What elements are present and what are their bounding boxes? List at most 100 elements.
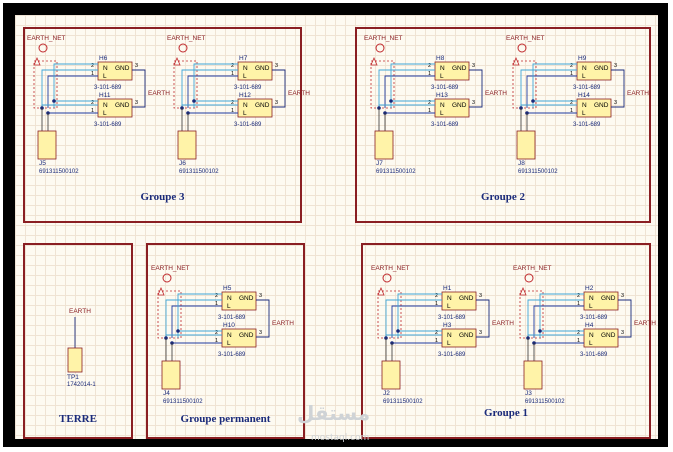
wire-earth bbox=[390, 63, 435, 108]
wire-earth bbox=[397, 293, 442, 338]
group-3-box: Groupe 3 bbox=[23, 27, 302, 223]
pin-n-label: N bbox=[243, 102, 248, 109]
circuit-h9: EARTH_NETH9H14NLGNDNLGND3-101-6893-101-6… bbox=[506, 35, 649, 175]
pin-number: 3 bbox=[614, 63, 617, 69]
terminal-block-bottom bbox=[583, 328, 619, 348]
connector-part: 691311500102 bbox=[383, 399, 423, 405]
wire-l bbox=[47, 75, 98, 108]
group-3-title: Groupe 3 bbox=[140, 191, 185, 203]
pin-n-label: N bbox=[227, 332, 232, 339]
terminal-block-bottom bbox=[441, 328, 477, 348]
earth-net-port-icon bbox=[517, 43, 527, 53]
pin-number: 1 bbox=[435, 338, 438, 344]
terminal-top-designator: H7 bbox=[239, 55, 248, 62]
pin-number: 1 bbox=[231, 108, 234, 114]
net-outline bbox=[370, 60, 395, 109]
connector-body bbox=[37, 130, 57, 160]
connector-body bbox=[381, 360, 401, 390]
connector-part: 691311500102 bbox=[376, 169, 416, 175]
wire-n bbox=[41, 69, 98, 108]
terminal-top-part: 3-101-689 bbox=[438, 315, 466, 321]
terminal-bottom-designator: H12 bbox=[239, 92, 251, 99]
earth-label: EARTH bbox=[288, 90, 310, 97]
terminal-top-part: 3-101-689 bbox=[94, 85, 122, 91]
pin-gnd-label: GND bbox=[452, 65, 467, 72]
net-outline bbox=[173, 60, 198, 109]
terminal-top-designator: H8 bbox=[436, 55, 445, 62]
terminal-bottom-part: 3-101-689 bbox=[218, 352, 246, 358]
wire-gnd bbox=[256, 299, 270, 338]
connector-part: 691311500102 bbox=[39, 169, 79, 175]
pin-l-label: L bbox=[227, 340, 231, 347]
wire-n bbox=[378, 69, 435, 108]
pin-number: 2 bbox=[91, 100, 94, 106]
earth-net-flag-icon bbox=[157, 286, 165, 296]
pin-n-label: N bbox=[582, 102, 587, 109]
pin-number: 2 bbox=[570, 100, 573, 106]
terminal-top-part: 3-101-689 bbox=[580, 315, 608, 321]
pin-gnd-label: GND bbox=[594, 65, 609, 72]
net-outline bbox=[512, 60, 537, 109]
pin-number: 1 bbox=[231, 71, 234, 77]
group-2-box: Groupe 2 bbox=[355, 27, 651, 223]
junction-dot bbox=[192, 99, 196, 103]
circuit-h5: EARTH_NETH5H10NLGNDNLGND3-101-6893-101-6… bbox=[151, 265, 294, 405]
connector-body bbox=[177, 130, 197, 160]
wire-gnd bbox=[618, 299, 632, 338]
terminal-block-top bbox=[97, 61, 133, 81]
pin-number: 1 bbox=[570, 71, 573, 77]
wire-n bbox=[165, 299, 222, 338]
pin-n-label: N bbox=[447, 332, 452, 339]
connector-designator: J8 bbox=[518, 160, 525, 167]
pin-number: 1 bbox=[570, 108, 573, 114]
terminal-top-designator: H9 bbox=[578, 55, 587, 62]
pin-number: 2 bbox=[231, 100, 234, 106]
junction-dot bbox=[396, 329, 400, 333]
connector-designator: J7 bbox=[376, 160, 383, 167]
pin-number: 1 bbox=[215, 338, 218, 344]
terminal-top-designator: H6 bbox=[99, 55, 108, 62]
wire-n bbox=[181, 69, 238, 108]
connector-designator: J5 bbox=[39, 160, 46, 167]
terminal-top-part: 3-101-689 bbox=[573, 85, 601, 91]
earth-net-flag-icon bbox=[512, 56, 520, 66]
wire-n bbox=[385, 299, 442, 338]
terminal-bottom-part: 3-101-689 bbox=[573, 122, 601, 128]
pin-l-label: L bbox=[103, 73, 107, 80]
pin-number: 2 bbox=[577, 293, 580, 299]
junction-dot bbox=[52, 99, 56, 103]
pin-n-label: N bbox=[589, 332, 594, 339]
pin-number: 1 bbox=[91, 108, 94, 114]
pin-gnd-label: GND bbox=[459, 295, 474, 302]
pin-gnd-label: GND bbox=[115, 102, 130, 109]
terminal-top-designator: H5 bbox=[223, 285, 232, 292]
wire-gnd bbox=[611, 69, 625, 108]
terminal-block-top bbox=[576, 61, 612, 81]
wire-earth bbox=[193, 63, 238, 108]
wire-l bbox=[391, 305, 442, 338]
pin-gnd-label: GND bbox=[459, 332, 474, 339]
terminal-top-designator: H2 bbox=[585, 285, 594, 292]
pin-number: 3 bbox=[135, 100, 138, 106]
pin-number: 2 bbox=[435, 293, 438, 299]
earth-net-flag-icon bbox=[33, 56, 41, 66]
testpoint-designator: TP1 bbox=[67, 374, 79, 381]
earth-label: EARTH bbox=[634, 320, 656, 327]
earth-net-flag-icon bbox=[519, 286, 527, 296]
pin-number: 2 bbox=[215, 330, 218, 336]
pin-gnd-label: GND bbox=[115, 65, 130, 72]
watermark-url: mostaql.com bbox=[311, 433, 370, 443]
group-2-title: Groupe 2 bbox=[480, 191, 526, 203]
terminal-bottom-part: 3-101-689 bbox=[234, 122, 262, 128]
terminal-block-bottom bbox=[221, 328, 257, 348]
junction-dot bbox=[389, 99, 393, 103]
terminal-bottom-designator: H13 bbox=[436, 92, 448, 99]
terminal-block-bottom bbox=[576, 98, 612, 118]
group-1-title: Groupe 1 bbox=[483, 407, 529, 419]
terminal-bottom-designator: H10 bbox=[223, 322, 235, 329]
pin-number: 2 bbox=[570, 63, 573, 69]
wire-gnd bbox=[476, 299, 490, 338]
